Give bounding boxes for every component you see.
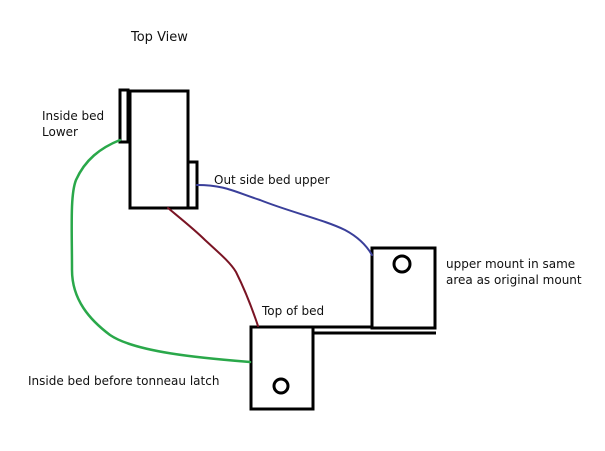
label-inside-bed-lower: Inside bed Lower [42,108,104,140]
upper-mount-hole [392,254,412,274]
label-inside-bed-lower-line1: Inside bed [42,109,105,123]
label-inside-bed-lower-line2: Lower [42,125,78,139]
main-body-box [128,89,190,210]
lower-mount-box [249,325,315,411]
label-upper-mount-line2: area as original mount [446,273,582,287]
wire-green [70,138,252,364]
label-outside-bed-upper: Out side bed upper [214,173,330,187]
label-inside-bed-tonneau: Inside bed before tonneau latch [28,374,220,388]
outside-upper-tab [186,160,199,210]
label-top-of-bed: Top of bed [262,304,325,318]
label-upper-mount-line1: upper mount in same [446,257,576,271]
wire-blue [196,184,373,256]
lower-mount-hole [272,377,290,395]
upper-mount-box [370,246,437,330]
inside-lower-tab [118,88,130,144]
label-upper-mount: upper mount in same area as original mou… [446,256,582,288]
wire-maroon [167,207,259,327]
diagram-title: Top View [131,30,188,45]
